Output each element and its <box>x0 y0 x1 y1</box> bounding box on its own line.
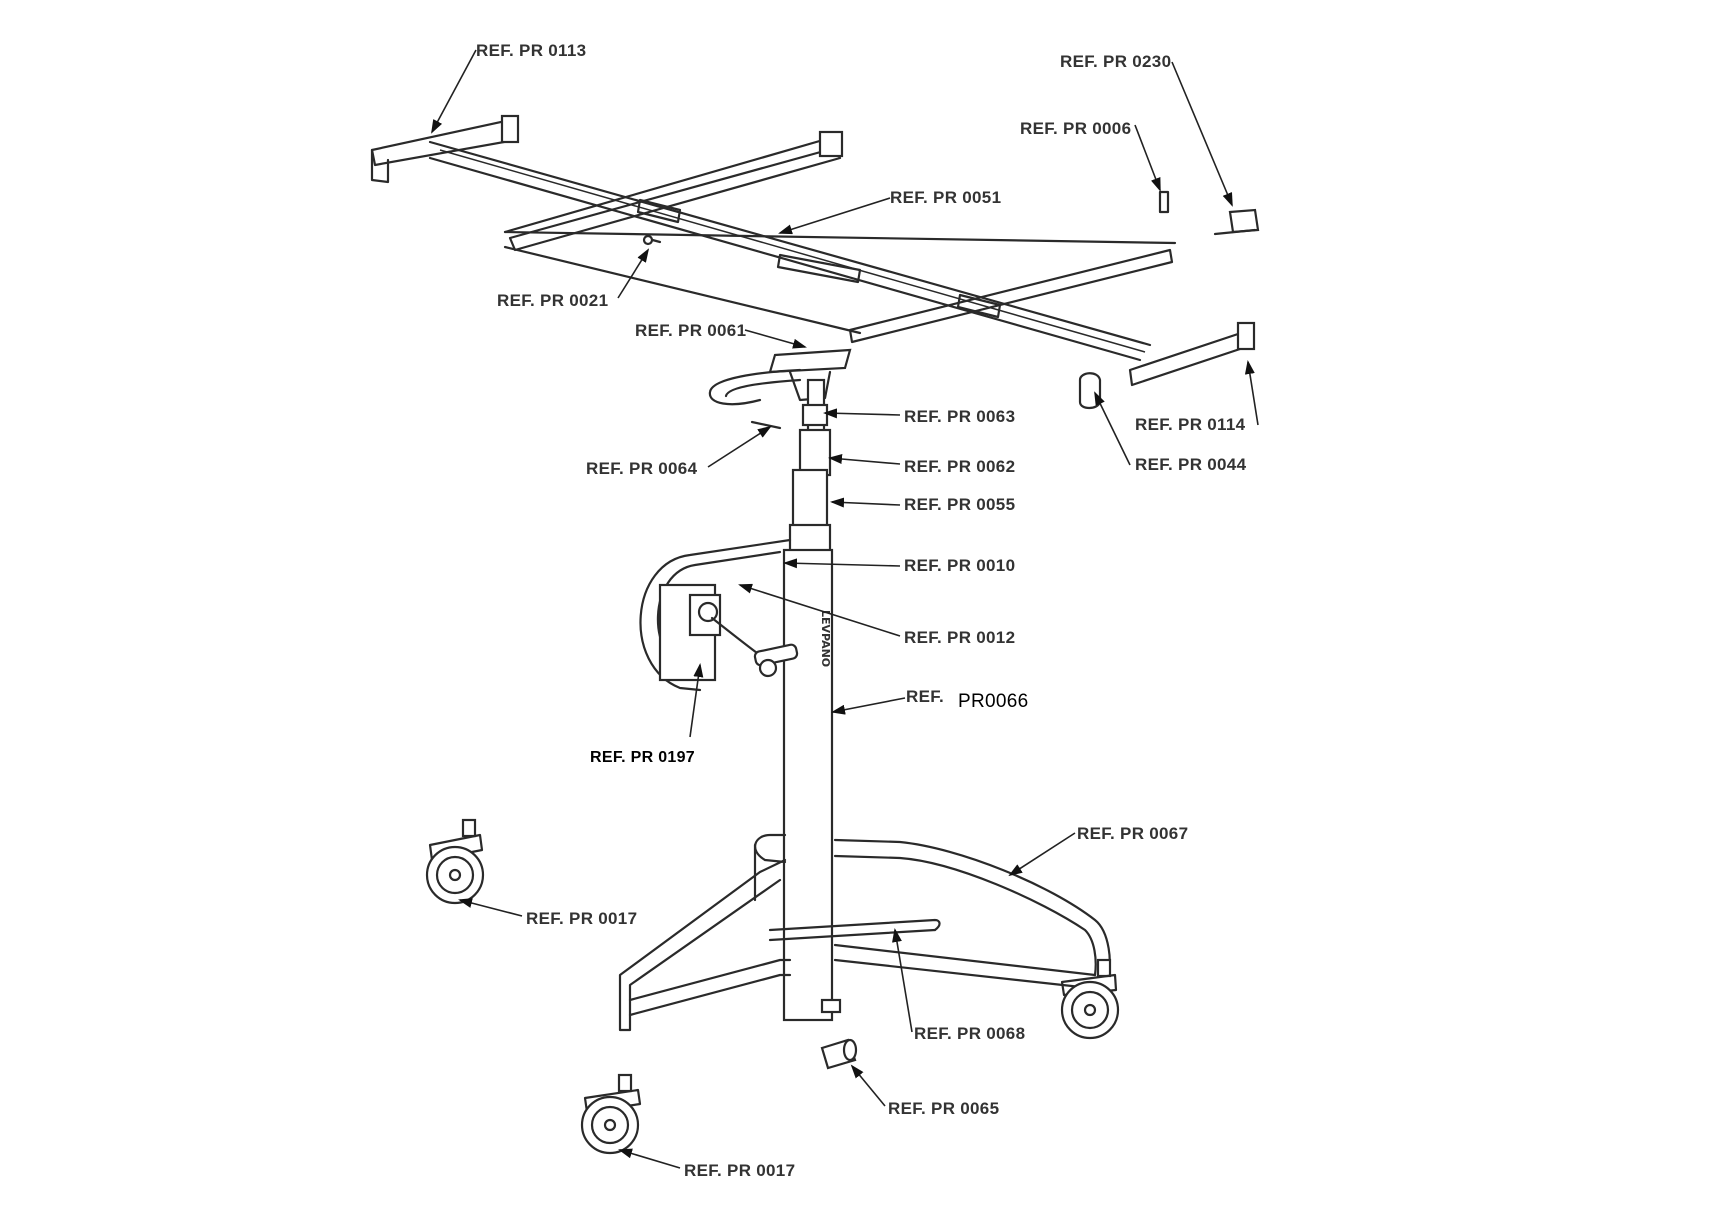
caster-bottom <box>580 1073 642 1155</box>
label-pr0063: REF. PR 0063 <box>904 407 1015 426</box>
leader-lines <box>431 49 1259 1169</box>
mast: LEVPANO <box>782 378 834 1022</box>
label-pr0021: REF. PR 0021 <box>497 291 608 310</box>
label-pr0065: REF. PR 0065 <box>888 1099 999 1118</box>
part-labels: REF. PR 0113 REF. PR 0230 REF. PR 0006 R… <box>476 41 1247 1180</box>
base-frame <box>618 833 1111 1070</box>
label-pr0017-left: REF. PR 0017 <box>526 909 637 928</box>
label-pr0062: REF. PR 0062 <box>904 457 1015 476</box>
label-pr0197: REF. PR 0197 <box>590 749 695 766</box>
label-pr0017-bottom: REF. PR 0017 <box>684 1161 795 1180</box>
label-pr0051: REF. PR 0051 <box>890 188 1001 207</box>
head-assembly <box>708 348 852 430</box>
label-pr0113: REF. PR 0113 <box>476 41 586 60</box>
label-pr0061: REF. PR 0061 <box>635 321 746 340</box>
label-pr0012: REF. PR 0012 <box>904 628 1015 647</box>
label-pr0067: REF. PR 0067 <box>1077 824 1188 843</box>
caster-right <box>1060 958 1120 1040</box>
caster-left <box>425 818 485 905</box>
mast-marking: LEVPANO <box>819 610 832 667</box>
label-pr0066-prefix: REF. <box>906 687 944 706</box>
label-pr0068: REF. PR 0068 <box>914 1024 1025 1043</box>
label-pr0006: REF. PR 0006 <box>1020 119 1131 138</box>
label-pr0010: REF. PR 0010 <box>904 556 1015 575</box>
label-pr0066-code: PR0066 <box>958 691 1028 712</box>
label-pr0044: REF. PR 0044 <box>1135 455 1247 474</box>
label-pr0064: REF. PR 0064 <box>586 459 698 478</box>
label-pr0230: REF. PR 0230 <box>1060 52 1171 71</box>
cross-frame <box>370 114 1260 410</box>
label-pr0055: REF. PR 0055 <box>904 495 1015 514</box>
winch-assembly <box>639 538 799 692</box>
label-pr0114: REF. PR 0114 <box>1135 415 1246 434</box>
